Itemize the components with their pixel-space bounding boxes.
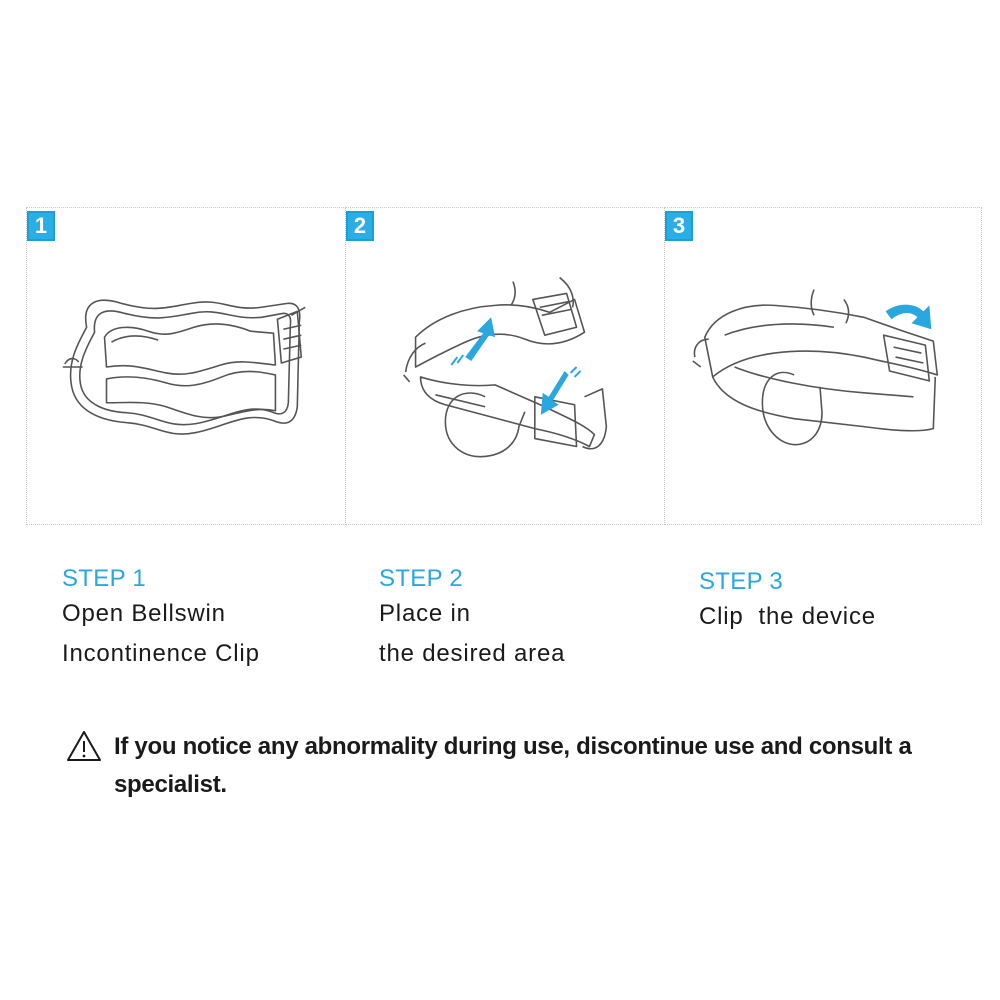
step-1-illustration-panel: 1 <box>26 207 346 525</box>
step-1-caption: STEP 1 Open Bellswin Incontinence Clip <box>62 564 260 674</box>
move-arrows <box>465 317 569 415</box>
step-1-line-2: Incontinence Clip <box>62 640 260 667</box>
step-2-illustration-panel: 2 <box>345 207 665 525</box>
step-1-line-1: Open Bellswin <box>62 600 226 627</box>
step-1-title: STEP 1 <box>62 565 147 592</box>
step-3-number-badge: 3 <box>665 211 693 241</box>
step-3-illustration-panel: 3 <box>664 207 982 525</box>
step-2-line-2: the desired area <box>379 640 566 667</box>
place-clip-illustration <box>403 276 608 458</box>
step-2-caption: STEP 2 Place in the desired area <box>379 564 565 674</box>
step-3-caption: STEP 3 Clip the device <box>699 567 876 637</box>
clip-device-illustration <box>692 289 939 446</box>
step-3-line-1: Clip the device <box>699 603 876 630</box>
step-3-title: STEP 3 <box>699 568 784 595</box>
step-1-number-badge: 1 <box>27 211 55 241</box>
warning-text: If you notice any abnormality during use… <box>114 733 912 798</box>
clip-arrow <box>885 304 932 330</box>
step-2-number-badge: 2 <box>346 211 374 241</box>
warning-triangle-icon <box>67 731 101 761</box>
open-clip-illustration <box>62 299 306 435</box>
step-2-line-1: Place in <box>379 600 471 627</box>
step-2-title: STEP 2 <box>379 565 464 592</box>
